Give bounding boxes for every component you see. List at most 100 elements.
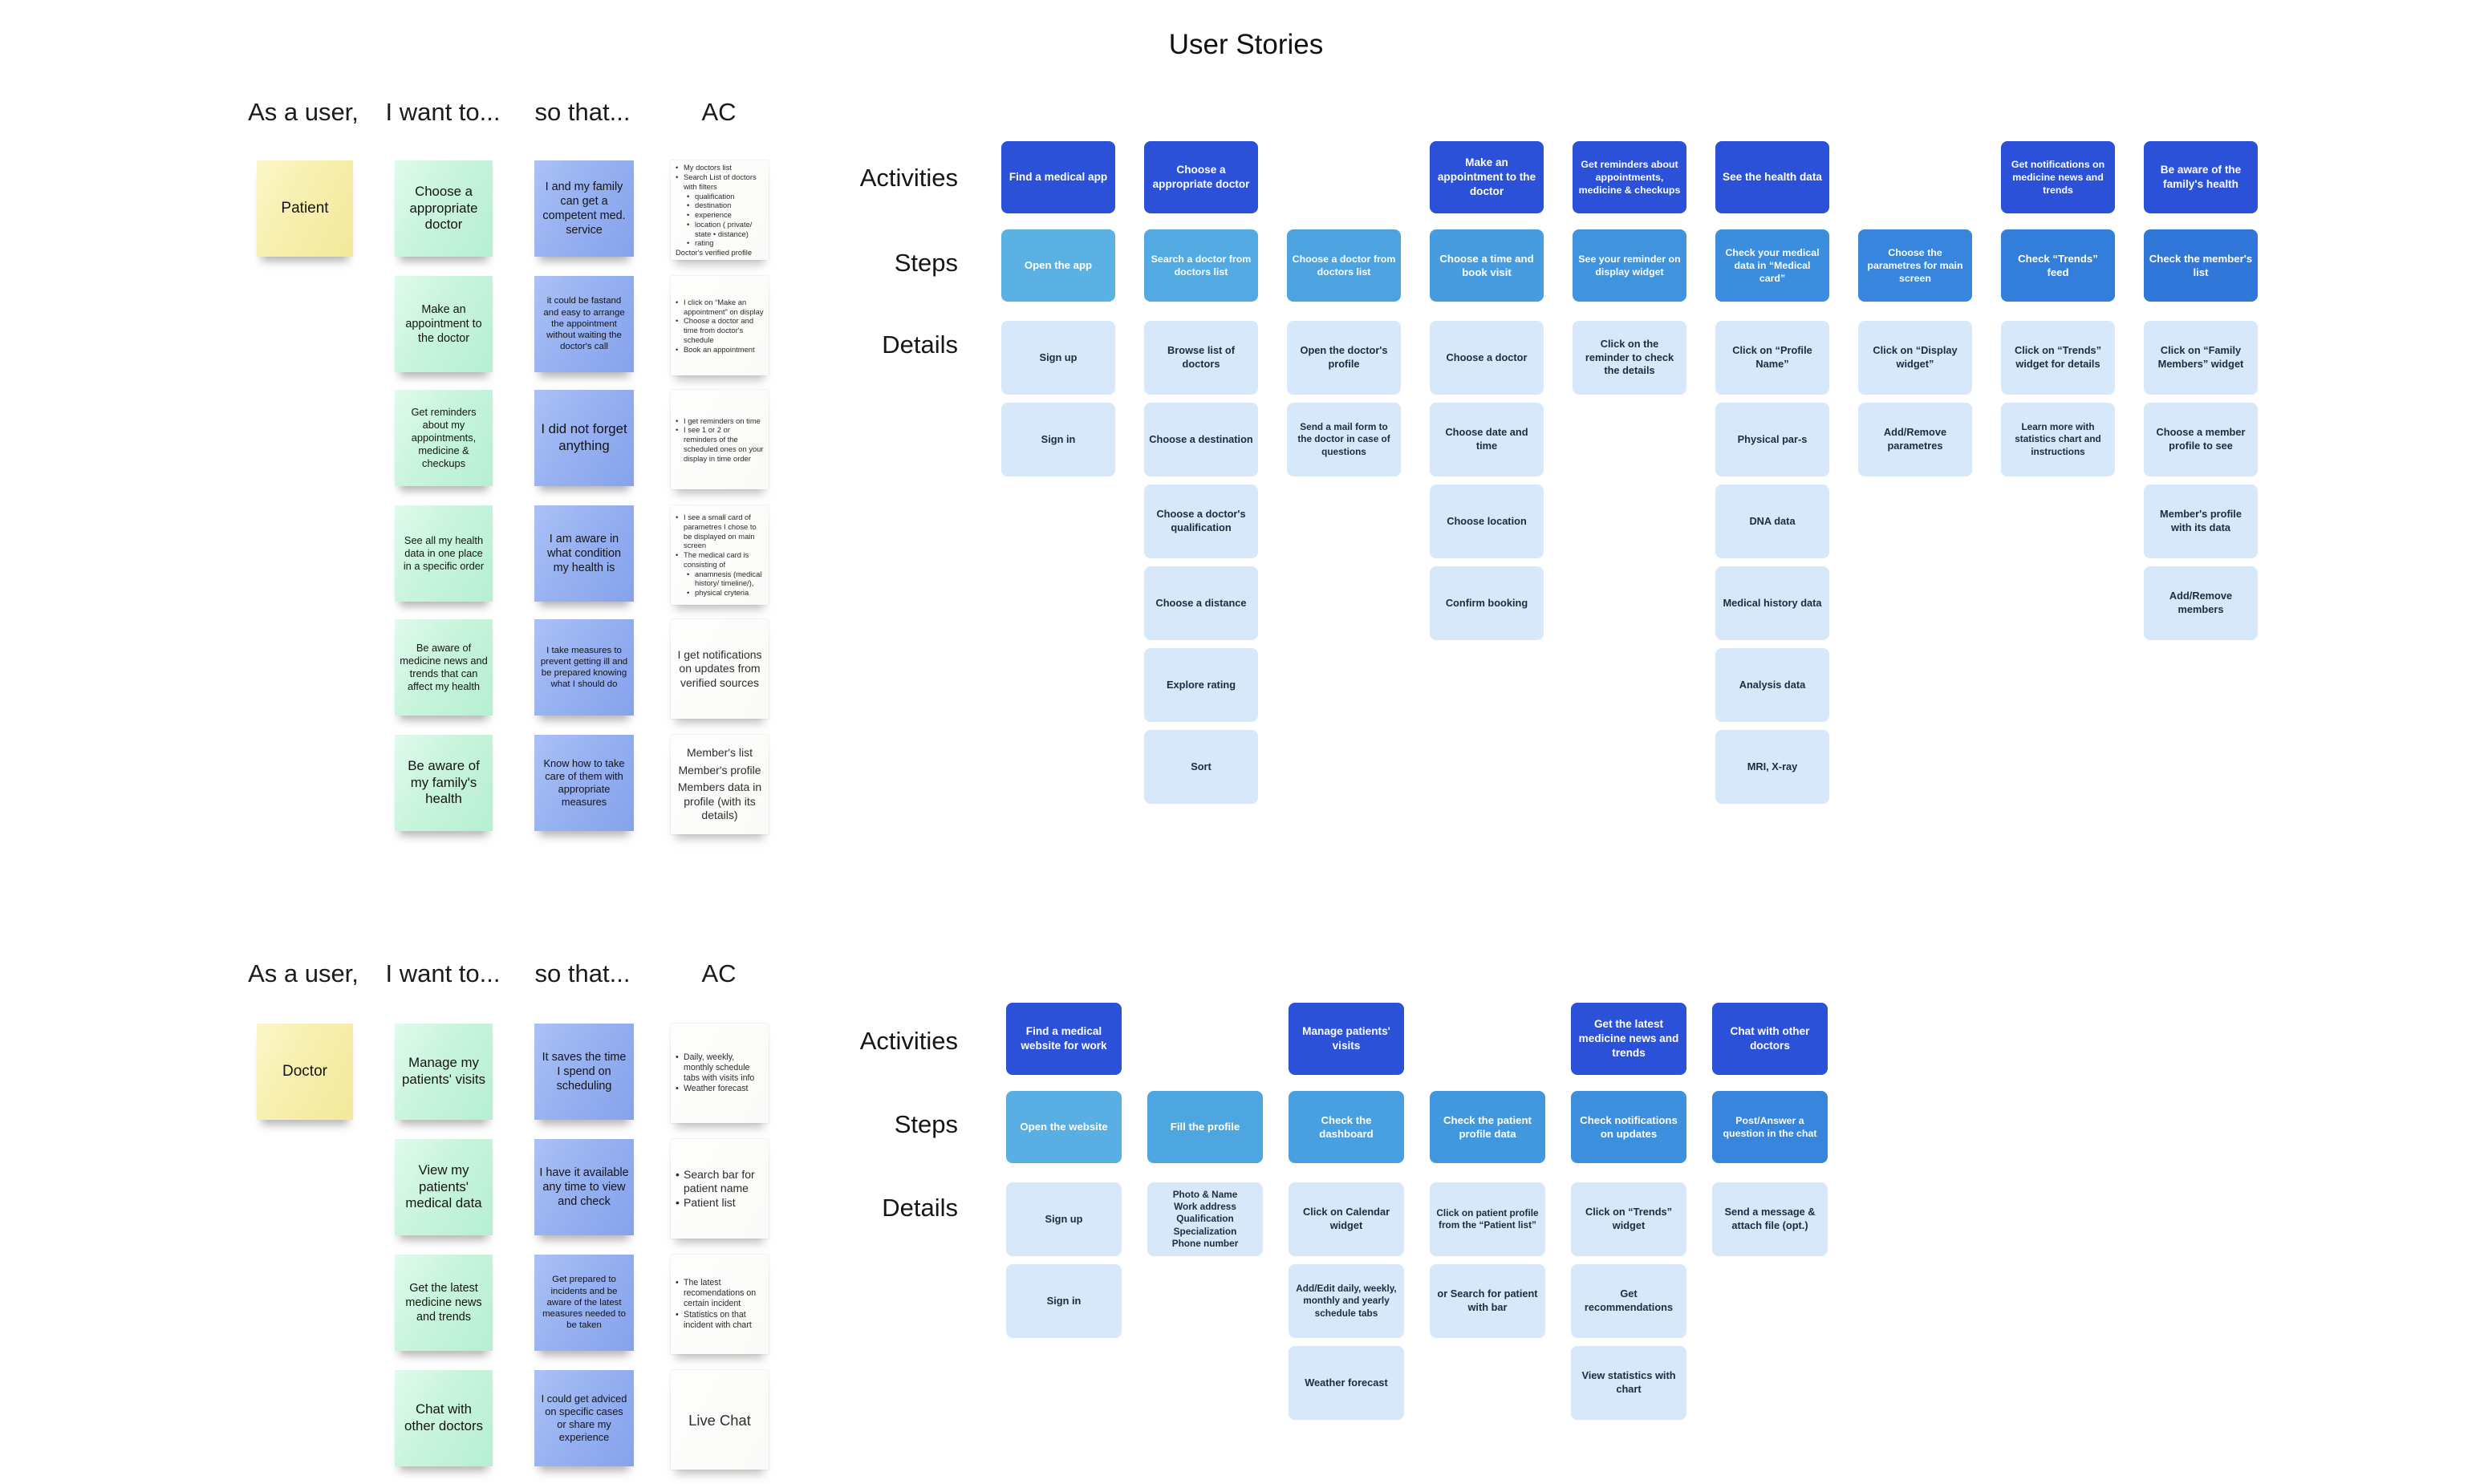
sothat-sticky-note[interactable]: It saves the time I spend on scheduling bbox=[534, 1024, 634, 1120]
detail-card[interactable]: Explore rating bbox=[1144, 648, 1258, 722]
detail-card[interactable]: Open the doctor's profile bbox=[1287, 321, 1401, 395]
want-sticky-note[interactable]: Chat with other doctors bbox=[395, 1370, 493, 1466]
detail-card[interactable]: Member's profile with its data bbox=[2144, 485, 2258, 558]
activity-card[interactable]: Make an appointment to the doctor bbox=[1430, 141, 1544, 213]
ac-sticky-note[interactable]: I get notifications on updates from veri… bbox=[671, 619, 769, 719]
detail-card[interactable]: Get recommendations bbox=[1571, 1264, 1686, 1338]
detail-card[interactable]: Medical history data bbox=[1715, 566, 1829, 640]
ac-sticky-note[interactable]: •I see a small card of parametres I chos… bbox=[671, 505, 769, 605]
detail-card[interactable]: Click on Calendar widget bbox=[1289, 1182, 1404, 1256]
sothat-sticky-note[interactable]: I am aware in what condition my health i… bbox=[534, 505, 634, 602]
sothat-sticky-note[interactable]: I have it available any time to view and… bbox=[534, 1139, 634, 1235]
detail-card[interactable]: Choose a doctor bbox=[1430, 321, 1544, 395]
want-sticky-note[interactable]: Get reminders about my appointments, med… bbox=[395, 390, 493, 486]
want-sticky-note[interactable]: Be aware of my family's health bbox=[395, 735, 493, 831]
activity-card[interactable]: Choose a appropriate doctor bbox=[1144, 141, 1258, 213]
detail-card[interactable]: Sign up bbox=[1001, 321, 1115, 395]
want-sticky-note[interactable]: Make an appointment to the doctor bbox=[395, 276, 493, 372]
step-card[interactable]: Search a doctor from doctors list bbox=[1144, 229, 1258, 302]
detail-card[interactable]: Choose location bbox=[1430, 485, 1544, 558]
sothat-sticky-note[interactable]: I could get adviced on specific cases or… bbox=[534, 1370, 634, 1466]
want-sticky-note[interactable]: Be aware of medicine news and trends tha… bbox=[395, 619, 493, 716]
detail-card[interactable]: Click on patient profile from the “Patie… bbox=[1430, 1182, 1545, 1256]
step-card[interactable]: Check the patient profile data bbox=[1430, 1091, 1545, 1163]
detail-card[interactable]: Send a message & attach file (opt.) bbox=[1712, 1182, 1828, 1256]
detail-card[interactable]: Sort bbox=[1144, 730, 1258, 804]
detail-card[interactable]: Add/Remove parametres bbox=[1858, 403, 1972, 476]
detail-card[interactable]: Sign up bbox=[1006, 1182, 1122, 1256]
persona-sticky-note[interactable]: Patient bbox=[257, 160, 353, 257]
step-card[interactable]: Check notifications on updates bbox=[1571, 1091, 1686, 1163]
detail-card[interactable]: Click on “Display widget” bbox=[1858, 321, 1972, 395]
detail-card[interactable]: Sign in bbox=[1001, 403, 1115, 476]
ac-sticky-note[interactable]: •I click on “Make an appointment” on dis… bbox=[671, 276, 769, 375]
ac-sticky-note[interactable]: •My doctors list•Search List of doctors … bbox=[671, 160, 769, 260]
detail-card[interactable]: Physical par-s bbox=[1715, 403, 1829, 476]
ac-sticky-note[interactable]: •Daily, weekly, monthly schedule tabs wi… bbox=[671, 1024, 769, 1123]
detail-card[interactable]: Choose a distance bbox=[1144, 566, 1258, 640]
want-sticky-note[interactable]: Manage my patients' visits bbox=[395, 1024, 493, 1120]
activity-card[interactable]: Be aware of the family's health bbox=[2144, 141, 2258, 213]
detail-card[interactable]: Browse list of doctors bbox=[1144, 321, 1258, 395]
step-card[interactable]: See your reminder on display widget bbox=[1573, 229, 1686, 302]
step-card[interactable]: Check “Trends” feed bbox=[2001, 229, 2115, 302]
detail-card[interactable]: Add/Remove members bbox=[2144, 566, 2258, 640]
sothat-sticky-note[interactable]: I and my family can get a competent med.… bbox=[534, 160, 634, 257]
detail-card[interactable]: Add/Edit daily, weekly, monthly and year… bbox=[1289, 1264, 1404, 1338]
activity-card[interactable]: Chat with other doctors bbox=[1712, 1003, 1828, 1075]
step-card[interactable]: Post/Answer a question in the chat bbox=[1712, 1091, 1828, 1163]
detail-card[interactable]: Photo & Name Work address Qualification … bbox=[1147, 1182, 1263, 1256]
want-sticky-note[interactable]: Get the latest medicine news and trends bbox=[395, 1255, 493, 1351]
activity-card[interactable]: Get reminders about appointments, medici… bbox=[1573, 141, 1686, 213]
step-card[interactable]: Open the app bbox=[1001, 229, 1115, 302]
activity-card[interactable]: Manage patients' visits bbox=[1289, 1003, 1404, 1075]
detail-card[interactable]: MRI, X-ray bbox=[1715, 730, 1829, 804]
want-sticky-note[interactable]: See all my health data in one place in a… bbox=[395, 505, 493, 602]
activity-card[interactable]: Get notifications on medicine news and t… bbox=[2001, 141, 2115, 213]
activity-card[interactable]: See the health data bbox=[1715, 141, 1829, 213]
ac-sticky-note[interactable]: Live Chat bbox=[671, 1370, 769, 1470]
step-card[interactable]: Choose a doctor from doctors list bbox=[1287, 229, 1401, 302]
sothat-sticky-note[interactable]: I did not forget anything bbox=[534, 390, 634, 486]
want-sticky-note[interactable]: View my patients' medical data bbox=[395, 1139, 493, 1235]
step-card[interactable]: Check the dashboard bbox=[1289, 1091, 1404, 1163]
persona-sticky-note[interactable]: Doctor bbox=[257, 1024, 353, 1120]
activity-card[interactable]: Find a medical website for work bbox=[1006, 1003, 1122, 1075]
detail-card[interactable]: DNA data bbox=[1715, 485, 1829, 558]
detail-card[interactable]: Choose a doctor's qualification bbox=[1144, 485, 1258, 558]
detail-card[interactable]: Confirm booking bbox=[1430, 566, 1544, 640]
detail-card[interactable]: or Search for patient with bar bbox=[1430, 1264, 1545, 1338]
detail-card[interactable]: Weather forecast bbox=[1289, 1346, 1404, 1420]
detail-card[interactable]: Choose date and time bbox=[1430, 403, 1544, 476]
step-card[interactable]: Fill the profile bbox=[1147, 1091, 1263, 1163]
sothat-sticky-note[interactable]: Get prepared to incidents and be aware o… bbox=[534, 1255, 634, 1351]
ac-sticky-note[interactable]: •I get reminders on time•I see 1 or 2 or… bbox=[671, 390, 769, 489]
ac-sticky-note[interactable]: •The latest recomendations on certain in… bbox=[671, 1255, 769, 1354]
detail-card[interactable]: Choose a destination bbox=[1144, 403, 1258, 476]
step-card[interactable]: Choose a time and book visit bbox=[1430, 229, 1544, 302]
step-card[interactable]: Check the member's list bbox=[2144, 229, 2258, 302]
detail-card[interactable]: Send a mail form to the doctor in case o… bbox=[1287, 403, 1401, 476]
detail-card[interactable]: Analysis data bbox=[1715, 648, 1829, 722]
step-card[interactable]: Choose the parametres for main screen bbox=[1858, 229, 1972, 302]
detail-card[interactable]: Click on “Trends” widget for details bbox=[2001, 321, 2115, 395]
sothat-sticky-note[interactable]: it could be fastand and easy to arrange … bbox=[534, 276, 634, 372]
sothat-sticky-note[interactable]: Know how to take care of them with appro… bbox=[534, 735, 634, 831]
row-label-details: Details bbox=[882, 330, 958, 359]
ac-sticky-note[interactable]: •Search bar for patient name•Patient lis… bbox=[671, 1139, 769, 1239]
sothat-sticky-note[interactable]: I take measures to prevent getting ill a… bbox=[534, 619, 634, 716]
detail-card[interactable]: Choose a member profile to see bbox=[2144, 403, 2258, 476]
detail-card[interactable]: Click on the reminder to check the detai… bbox=[1573, 321, 1686, 395]
step-card[interactable]: Check your medical data in “Medical card… bbox=[1715, 229, 1829, 302]
detail-card[interactable]: Learn more with statistics chart and ins… bbox=[2001, 403, 2115, 476]
detail-card[interactable]: Sign in bbox=[1006, 1264, 1122, 1338]
step-card[interactable]: Open the website bbox=[1006, 1091, 1122, 1163]
detail-card[interactable]: View statistics with chart bbox=[1571, 1346, 1686, 1420]
activity-card[interactable]: Get the latest medicine news and trends bbox=[1571, 1003, 1686, 1075]
detail-card[interactable]: Click on “Family Members” widget bbox=[2144, 321, 2258, 395]
activity-card[interactable]: Find a medical app bbox=[1001, 141, 1115, 213]
want-sticky-note[interactable]: Choose a appropriate doctor bbox=[395, 160, 493, 257]
detail-card[interactable]: Click on “Profile Name” bbox=[1715, 321, 1829, 395]
detail-card[interactable]: Click on “Trends” widget bbox=[1571, 1182, 1686, 1256]
